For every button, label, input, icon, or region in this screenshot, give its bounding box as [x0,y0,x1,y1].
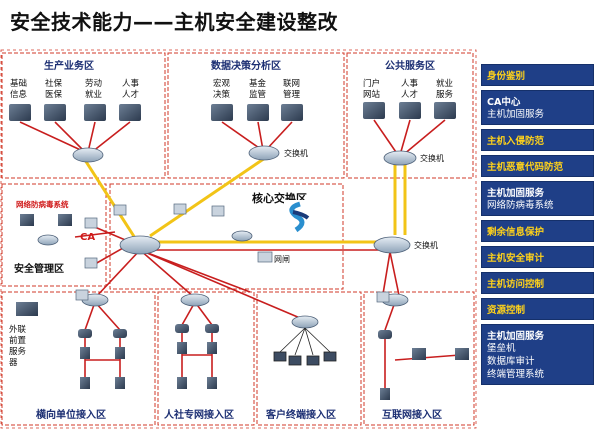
server-label: 医保 [45,89,63,100]
measure-hardening-antivirus: 主机加固服务网络防病毒系统 [481,181,594,216]
server-labor-employment: 劳动 就业 [84,78,106,121]
security-devices [75,203,390,303]
measure-hardening-tools: 主机加固服务堡垒机数据库审计终端管理系统 [481,324,594,385]
security-measures-panel: 身份鉴别 CA中心主机加固服务 主机入侵防范 主机恶意代码防范 主机加固服务网络… [481,64,594,389]
switch-label-core-right: 交换机 [414,240,438,250]
server-portal-website: 门户 网站 [363,78,385,119]
server-label: 基础 [10,78,27,89]
server-label: 社保 [45,78,63,89]
server-label: 联网 [283,79,300,89]
zone-label-production: 生产业务区 [44,59,94,72]
server-label: 网站 [363,89,381,100]
server-fund-supervision: 基金 监管 [247,78,269,121]
production-servers: 基础 信息 社保 医保 劳动 就业 人事 人才 [9,78,141,121]
server-label: 就业 [436,78,453,89]
switch-label-public: 交换机 [420,153,444,163]
zone-security-border [1,183,107,287]
core-logo-icon [284,200,322,233]
frontend-server-label: 外联前置服务器 [9,324,27,368]
red-links [19,119,461,395]
firewall-internet [376,291,390,303]
switch-security [37,234,59,246]
security-server-2 [58,214,72,226]
measure-identity-auth: 身份鉴别 [481,64,594,86]
yellow-links [83,156,407,244]
server-basic-info: 基础 信息 [9,78,31,121]
server-label: 人才 [122,89,139,100]
server-label: 监管 [249,89,266,100]
switch-label-data: 交换机 [284,148,308,158]
measure-resource-control: 资源控制 [481,298,594,320]
server-label: 基金 [249,78,267,89]
gateway-device [257,251,273,263]
antivirus-label: 网络防病毒系统 [16,199,69,209]
data-servers: 宏观 决策 基金 监管 联网 管理 [211,78,303,121]
server-label: 门户 [363,78,380,89]
switch-public [383,150,417,166]
zone-label-client: 客户终端接入区 [265,408,336,421]
server-network-management: 联网 管理 [281,79,303,121]
firewall-security-2 [84,257,98,269]
server-label: 人事 [122,78,140,89]
firewall-core-2 [173,203,187,215]
server-employment-service: 就业 服务 [434,78,456,119]
server-label: 宏观 [213,78,231,89]
zone-label-public: 公共服务区 [385,59,435,72]
switch-gateway [231,230,253,242]
zone-social-border [157,291,255,426]
server-social-insurance: 社保 医保 [44,78,66,121]
zone-public-border [346,52,474,179]
zone-label-data: 数据决策分析区 [211,59,281,72]
firewall-core-1 [113,204,127,216]
client-terminals [273,327,337,366]
switch-core [119,235,161,255]
zone-data-border [167,52,345,179]
public-servers: 门户 网站 人事 人才 就业 服务 [363,78,456,119]
security-server-1 [20,214,34,226]
server-label: 服务 [436,89,454,100]
zone-vertical-border [1,291,156,426]
zone-client-border [256,291,362,426]
switch-social [180,293,210,307]
server-label: 就业 [85,89,102,100]
internet-zone-devices [378,330,469,400]
switch-client [291,315,319,329]
measure-access-control: 主机访问控制 [481,272,594,294]
firewall-security [84,217,98,229]
measure-residual-info: 剩余信息保护 [481,220,594,242]
zone-production-border [1,52,166,179]
server-personnel-talent: 人事 人才 [119,78,141,121]
zone-internet-border [363,291,475,426]
zone-label-vertical: 横向单位接入区 [36,408,106,421]
zone-label-social: 人社专网接入区 [164,408,234,421]
measure-intrusion-prevention: 主机入侵防范 [481,129,594,151]
server-label: 劳动 [85,78,103,89]
server-label: 人事 [401,78,419,89]
server-label: 决策 [213,89,231,100]
measure-malware-prevention: 主机恶意代码防范 [481,155,594,177]
switches [37,145,417,329]
zone-label-security: 安全管理区 [14,262,64,275]
measure-audit: 主机安全审计 [481,246,594,268]
server-label: 信息 [10,89,28,100]
server-macro-decision: 宏观 决策 [211,78,233,121]
zone-label-internet: 互联网接入区 [382,408,442,421]
gateway-label: 网闸 [274,255,290,264]
social-zone-servers [175,324,219,389]
server-label: 管理 [283,89,301,100]
ca-label: CA [80,232,95,243]
server-label: 人才 [401,89,418,100]
switch-core-right [373,236,411,254]
measure-ca-center: CA中心主机加固服务 [481,90,594,125]
firewall-core-3 [211,205,225,217]
server-personnel-public: 人事 人才 [399,78,421,119]
switch-production [72,147,104,163]
firewall-vertical [75,289,89,301]
switch-data [248,145,280,161]
page-title: 安全技术能力——主机安全建设整改 [10,10,338,34]
vertical-zone-servers [16,302,127,389]
